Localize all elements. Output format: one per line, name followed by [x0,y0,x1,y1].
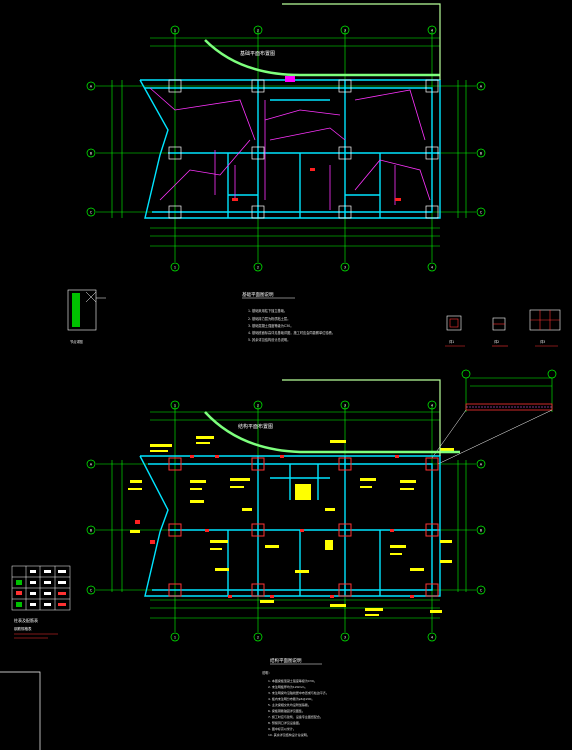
plan2-grid-row-left: A [90,462,93,466]
plan1-note-1: 1. 基础采用柱下独立基础。 [248,308,287,313]
plan2-title: 结构平面布置图 [238,423,273,430]
plan2-note-9: 9. 图中标高以米计。 [268,726,296,731]
plan2-grid-row-left: B [90,528,93,532]
plan1-grid-col-bottom: 4 [431,265,434,269]
plan2-grid-col-top: 2 [257,403,259,407]
plan2: 结构平面布置图 [86,369,557,642]
plan1-grid-col-top: 2 [257,28,259,32]
detail-left-caption: 节点详图 [70,339,83,344]
plan2-note-5: 5. 主次梁相交处均设附加箍筋。 [268,702,311,707]
plan1-grid-col-top: 4 [431,28,434,32]
plan2-note-6: 6. 梁板钢筋锚固详见图集。 [268,708,305,713]
plan2-grid-row-left: C [90,588,93,592]
legend-table: 柱表及配筋表 钢筋规格表 [11,565,71,639]
plan2-grid-col-bottom: 2 [257,635,259,639]
plan1-grid-row-right: A [480,84,483,88]
plan1-note-5: 5. 其余详见结构设计总说明。 [248,337,290,342]
frame-corner [0,671,41,750]
plan1-note-4: 4. 基础底面标高详见基础详图，施工时应会同勘察单位验槽。 [248,330,335,335]
section-caption-1: 详1 [449,339,454,344]
plan2-note-2: 2. 未注明板厚均为120mm。 [268,684,307,689]
detail-left: 节点详图 [67,289,106,344]
plan2-note-1: 1. 本图梁板混凝土强度等级为C30。 [268,678,317,683]
plan2-note-10: 10. 其余详见结构设计总说明。 [268,732,310,737]
section-caption-3: 详3 [540,339,545,344]
plan1-grid-col-top: 3 [344,28,346,32]
plan2-grid-row-right: B [480,528,483,532]
plan1-title: 基础平面布置图 [240,50,275,57]
plan2-note-7: 7. 施工时应与建筑、设备专业图纸配合。 [268,714,323,719]
plan2-notes-lead: 说明： [262,670,272,675]
plan1-notes: 基础平面图说明 1. 基础采用柱下独立基础。 2. 基础持力层为粉质粘土层。 3… [242,291,335,342]
plan1-grid-col-bottom: 3 [344,265,346,269]
plan2-grid-col-top: 4 [431,403,434,407]
plan1-grid-row-right: C [480,210,483,214]
plan1-grid-col-top: 1 [174,28,176,32]
plan2-notes-title: 结构平面图说明 [270,657,302,664]
plan2-grid-col-bottom: 1 [174,635,176,639]
plan2-grid-col-top: 1 [174,403,176,407]
plan1-grid-row-left: C [90,210,93,214]
plan1-note-2: 2. 基础持力层为粉质粘土层。 [248,316,290,321]
plan2-note-4: 4. 板内未注明分布筋为φ6@200。 [268,696,314,701]
plan2-grid-col-bottom: 4 [431,635,434,639]
plan2-notes: 结构平面图说明 说明： 1. 本图梁板混凝土强度等级为C30。 2. 未注明板厚… [262,657,329,737]
plan1: 基础平面布置图 [86,3,486,272]
plan1-note-3: 3. 基础混凝土强度等级为C30。 [248,323,293,328]
plan1-grid-col-bottom: 2 [257,265,259,269]
plan2-grid-col-top: 3 [344,403,346,407]
plan2-note-3: 3. 未注明梁均沿轴线居中布置或与柱边平齐。 [268,690,329,695]
plan1-grid-row-left: B [90,151,93,155]
section-caption-2: 详2 [494,339,499,344]
section-details: 详1 详2 详3 [445,309,561,347]
plan2-grid-row-right: C [480,588,483,592]
legend-table-subtitle: 钢筋规格表 [14,626,32,631]
plan2-note-8: 8. 预留洞口详见设备图。 [268,720,302,725]
plan2-grid-col-bottom: 3 [344,635,346,639]
plan1-grid-col-bottom: 1 [174,265,176,269]
plan1-grid-row-right: B [480,151,483,155]
plan2-grid-row-right: A [480,462,483,466]
plan1-grid-row-left: A [90,84,93,88]
plan1-notes-title: 基础平面图说明 [242,291,274,298]
legend-table-title: 柱表及配筋表 [14,617,38,623]
